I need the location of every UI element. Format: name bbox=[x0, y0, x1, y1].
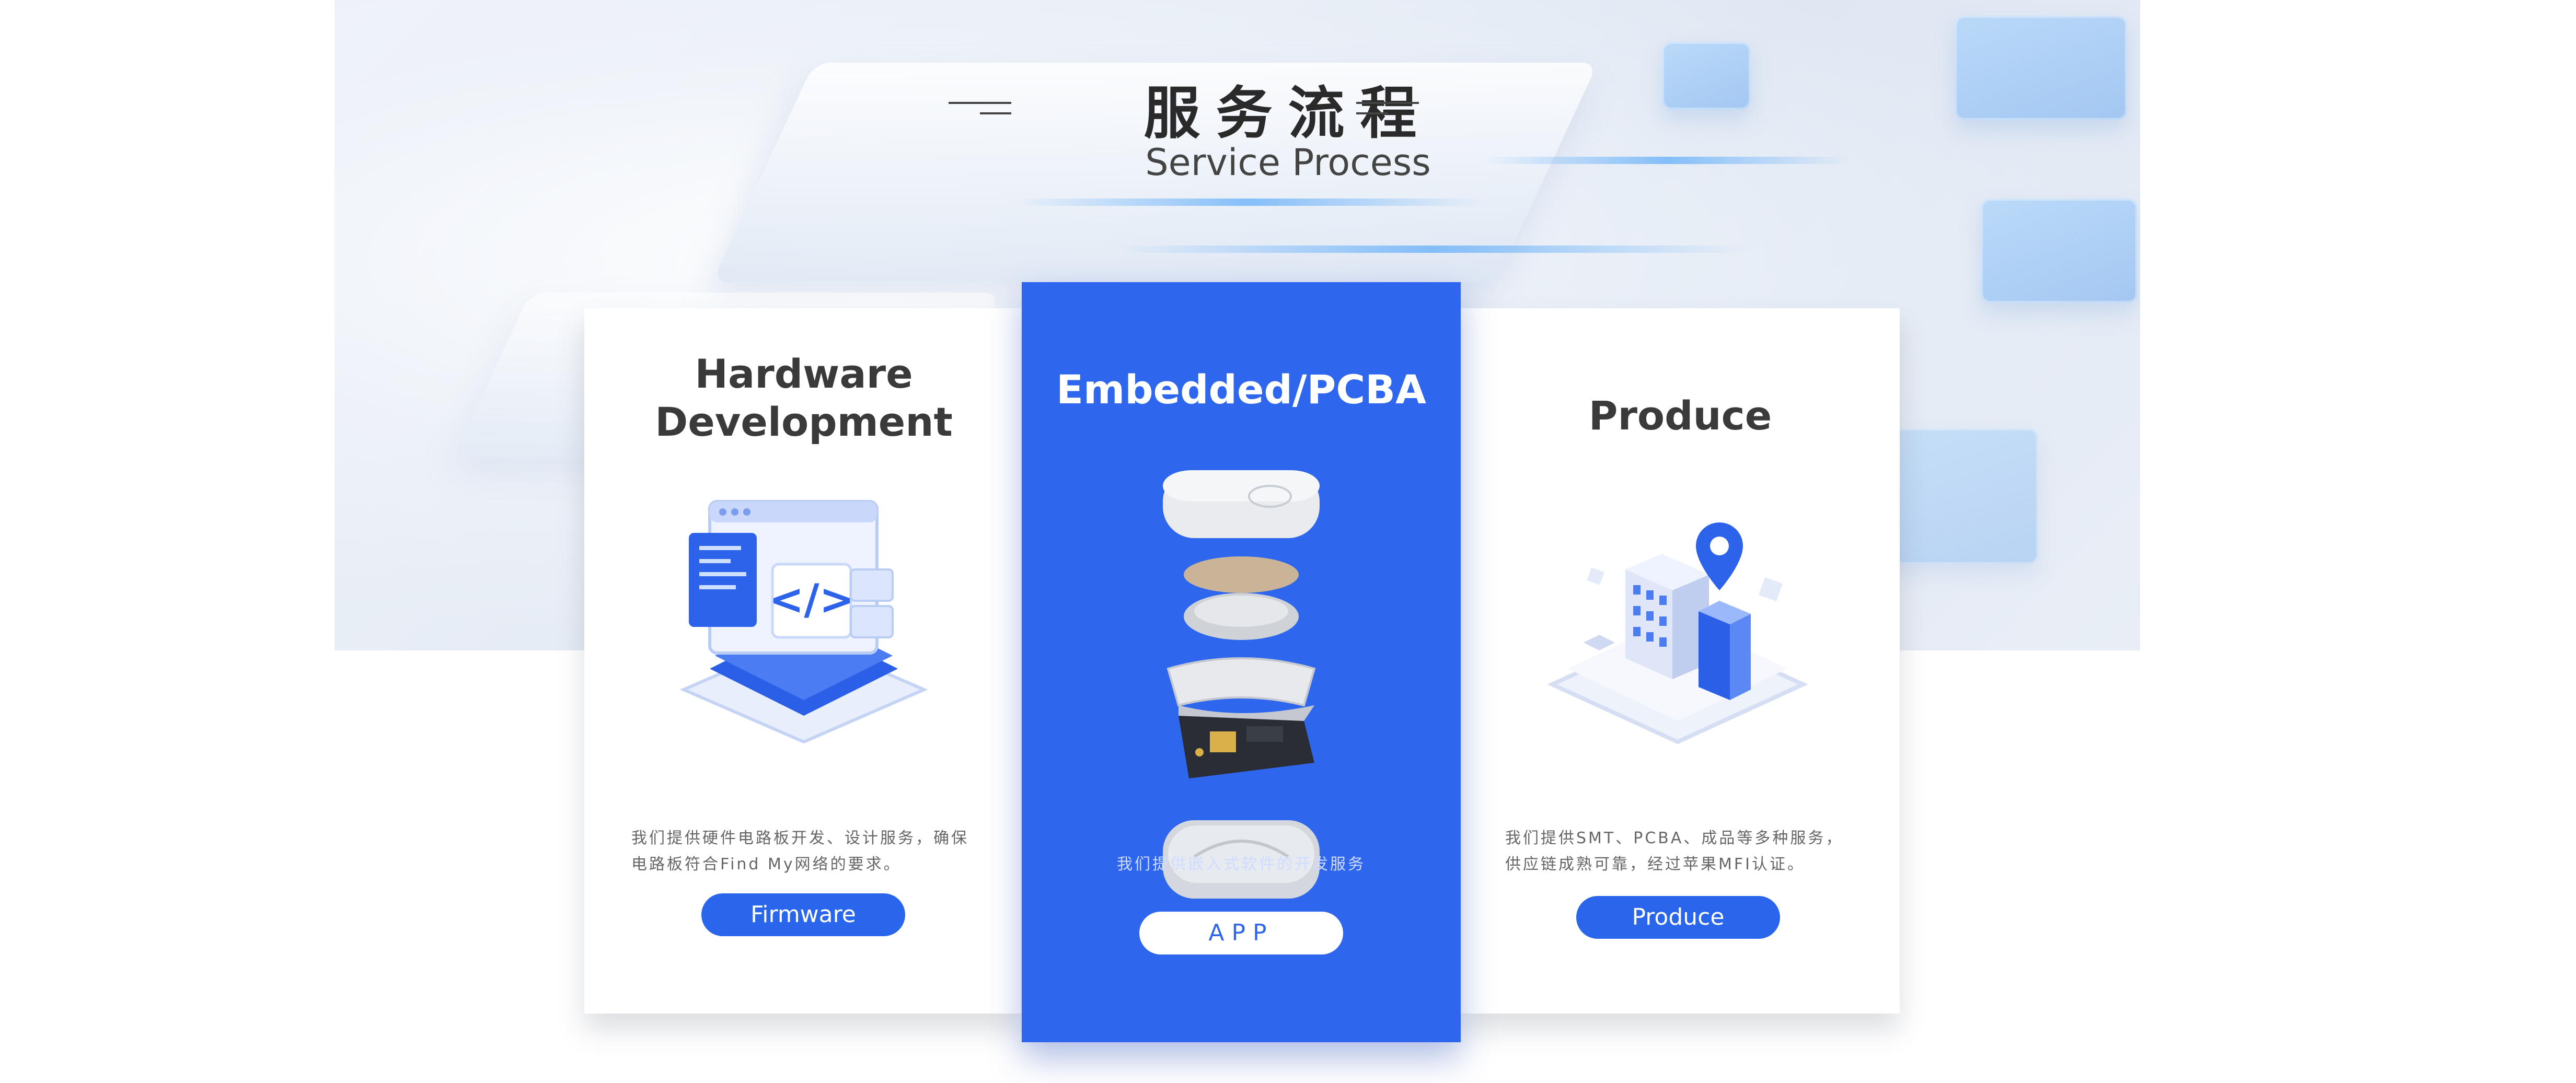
card-produce: Produce 我们提供SMT、PCBA、成品等多种服务， 供应链成熟可靠，经过… bbox=[1461, 308, 1900, 1014]
chip-shape bbox=[1955, 16, 2127, 120]
section-subtitle: Service Process bbox=[1145, 141, 1431, 184]
factory-location-icon bbox=[1547, 522, 1808, 744]
card-description-line2: 供应链成熟可靠，经过苹果MFI认证。 bbox=[1505, 855, 1805, 874]
tracker-exploded-view bbox=[1163, 470, 1320, 899]
produce-button[interactable]: Produce bbox=[1576, 896, 1780, 939]
svg-text:</>: </> bbox=[769, 575, 854, 624]
title-decoration-left bbox=[949, 102, 1011, 118]
card-title: Produce bbox=[1588, 392, 1772, 439]
code-window-icon: </> bbox=[679, 500, 928, 744]
circuit-trace bbox=[1014, 199, 1484, 206]
chip-shape bbox=[1981, 199, 2138, 303]
card-description: 我们提供SMT、PCBA、成品等多种服务， 供应链成熟可靠，经过苹果MFI认证。 bbox=[1505, 825, 1843, 878]
card-title-line1: Hardware bbox=[695, 351, 913, 397]
card-description: 我们提供硬件电路板开发、设计服务，确保 电路板符合Find My网络的要求。 bbox=[631, 825, 969, 878]
card-description-line2: 电路板符合Find My网络的要求。 bbox=[631, 855, 902, 874]
firmware-button[interactable]: Firmware bbox=[701, 893, 905, 936]
card-title: Hardware Development bbox=[584, 350, 1023, 446]
circuit-trace bbox=[1484, 157, 1850, 164]
card-title: Embedded/PCBA bbox=[1056, 366, 1426, 413]
card-title-line2: Development bbox=[655, 399, 953, 445]
chip-shape bbox=[1662, 42, 1751, 110]
card-embedded-pcba: Embedded/PCBA 我们提供嵌入式软件的开发服务 APP bbox=[1022, 282, 1461, 1042]
card-description: 我们提供嵌入式软件的开发服务 bbox=[1117, 855, 1366, 874]
card-hardware-development: Hardware Development </> 我们提供硬件电路板开发、设计服… bbox=[584, 308, 1023, 1014]
circuit-trace bbox=[1118, 246, 1746, 253]
section-title: 服务流程 bbox=[1143, 81, 1433, 146]
title-decoration-right bbox=[1356, 102, 1419, 118]
app-button[interactable]: APP bbox=[1139, 912, 1343, 954]
card-description-line1: 我们提供硬件电路板开发、设计服务，确保 bbox=[631, 829, 969, 847]
card-description-line1: 我们提供SMT、PCBA、成品等多种服务， bbox=[1505, 829, 1844, 847]
